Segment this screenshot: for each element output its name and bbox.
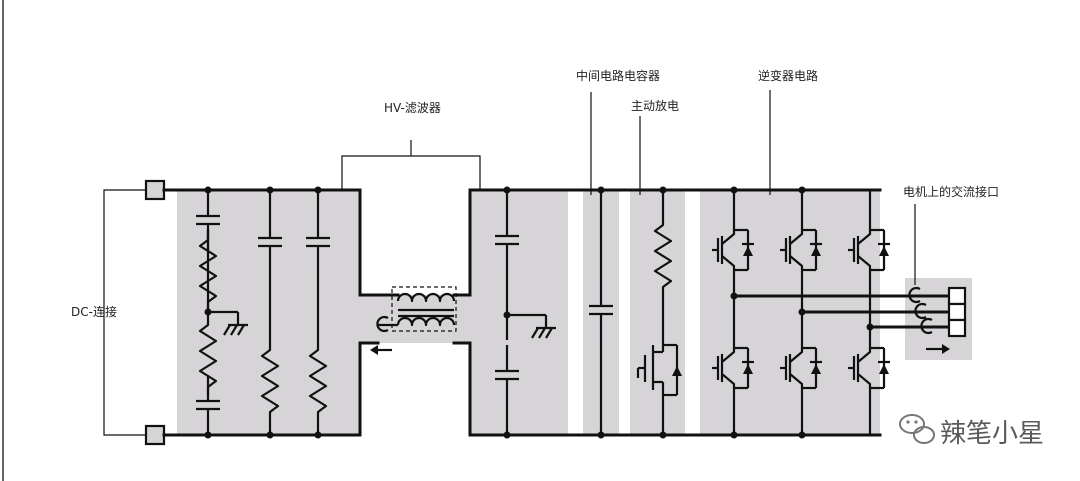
ac-terminals xyxy=(947,286,967,338)
inverter-circuit-label: 逆变器电路 xyxy=(758,68,818,83)
ac-current-sensors xyxy=(908,286,933,335)
inverter-leg-u xyxy=(710,190,756,435)
motor-ac-interface-label: 电机上的交流接口 xyxy=(903,184,999,199)
active-discharge-label: 主动放电 xyxy=(631,98,679,113)
hv-filter-bracket xyxy=(341,155,481,190)
dc-connection-label: DC-连接 xyxy=(71,304,117,319)
dc-link-capacitor-label: 中间电路电容器 xyxy=(576,68,660,83)
active-discharge-panel xyxy=(630,190,685,435)
current-sensor-icon xyxy=(376,315,389,333)
dc-link-capacitor xyxy=(587,190,615,435)
watermark-text: 辣笔小星 xyxy=(940,419,1044,449)
watermark: 辣笔小星 xyxy=(899,414,1044,449)
dc-plus-terminal xyxy=(144,179,166,201)
dc-filter-panel xyxy=(177,190,360,435)
inverter-leg-w xyxy=(846,190,892,435)
common-mode-choke-box xyxy=(391,286,457,332)
hv-filter-label: HV-滤波器 xyxy=(384,101,441,115)
dc-minus-terminal xyxy=(144,424,166,446)
active-discharge-circuit xyxy=(636,190,682,435)
dc-bracket xyxy=(103,189,146,436)
wechat-icon xyxy=(899,414,935,444)
y-cap-branch xyxy=(194,188,250,437)
hv-filter-right-panel xyxy=(470,190,568,435)
